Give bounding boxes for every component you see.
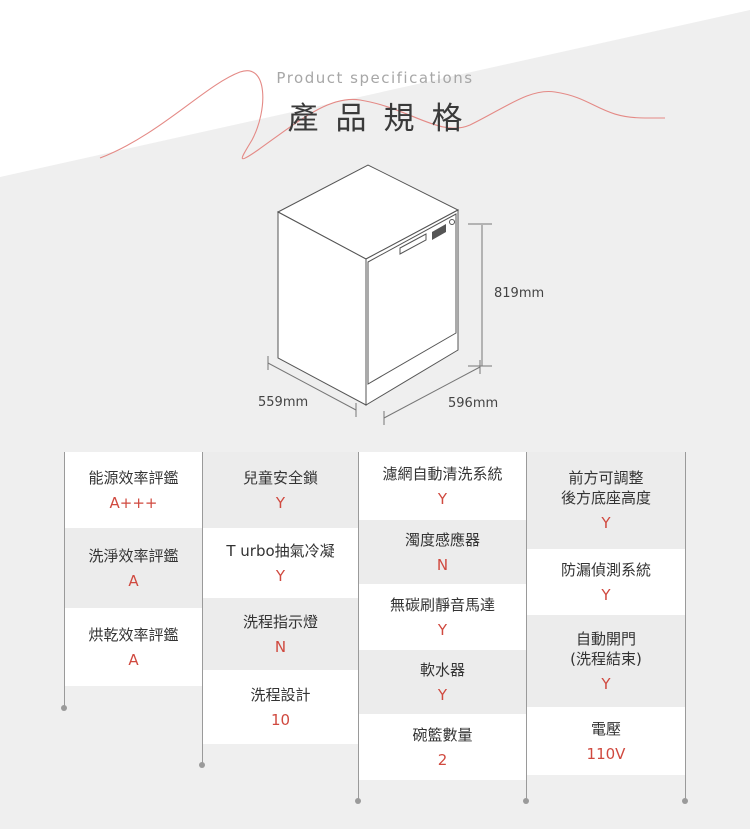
spec-item: 碗籃數量 2 bbox=[359, 714, 526, 780]
spec-value: A+++ bbox=[109, 493, 158, 512]
spec-value: A bbox=[128, 650, 139, 669]
spec-label: 濾網自動清洗系統 bbox=[382, 464, 503, 483]
spec-value: 2 bbox=[437, 750, 448, 769]
spec-label: 前方可調整 後方底座高度 bbox=[560, 469, 651, 507]
spec-value: Y bbox=[437, 620, 448, 639]
spec-label: 防漏偵測系統 bbox=[560, 560, 651, 579]
spec-value: Y bbox=[275, 493, 286, 512]
spec-item: 兒童安全鎖 Y bbox=[203, 452, 358, 528]
spec-item: 自動開門 (洗程結束) Y bbox=[527, 615, 685, 707]
dishwasher-door bbox=[367, 213, 457, 385]
spec-label: 碗籃數量 bbox=[412, 725, 473, 744]
column-divider-right bbox=[685, 452, 686, 800]
spec-label: 能源效率評鑑 bbox=[88, 468, 179, 487]
depth-dimension-line bbox=[267, 362, 357, 411]
spec-item: 無碳刷靜音馬達 Y bbox=[359, 584, 526, 650]
spec-value: 10 bbox=[270, 710, 291, 729]
spec-label: 濁度感應器 bbox=[404, 530, 480, 549]
spec-item: 烘乾效率評鑑 A bbox=[65, 608, 202, 686]
spec-item: 洗程指示燈 N bbox=[203, 598, 358, 670]
dishwasher-handle bbox=[399, 233, 427, 255]
column-dot bbox=[355, 798, 361, 804]
spec-label: 電壓 bbox=[590, 719, 621, 738]
spec-value: N bbox=[436, 555, 449, 574]
spec-label: 自動開門 (洗程結束) bbox=[570, 629, 642, 668]
column-divider bbox=[358, 452, 359, 800]
spec-item: 電壓 110V bbox=[527, 707, 685, 775]
spec-item: 防漏偵測系統 Y bbox=[527, 549, 685, 615]
spec-item: 能源效率評鑑 A+++ bbox=[65, 452, 202, 528]
column-dot bbox=[199, 762, 205, 768]
spec-item: 濁度感應器 N bbox=[359, 520, 526, 584]
spec-value: N bbox=[274, 637, 287, 656]
column-divider bbox=[202, 452, 203, 764]
spec-label: 無碳刷靜音馬達 bbox=[389, 595, 495, 614]
spec-value: Y bbox=[437, 489, 448, 508]
spec-label: 洗程設計 bbox=[250, 685, 311, 704]
spec-label: 烘乾效率評鑑 bbox=[88, 625, 179, 644]
column-divider bbox=[64, 452, 65, 708]
column-dot bbox=[682, 798, 688, 804]
spec-value: Y bbox=[275, 566, 286, 585]
spec-item: 洗程設計 10 bbox=[203, 670, 358, 744]
spec-label: 兒童安全鎖 bbox=[242, 468, 318, 487]
spec-item: 濾網自動清洗系統 Y bbox=[359, 452, 526, 520]
dishwasher-control-panel bbox=[432, 224, 446, 240]
decorative-swirl bbox=[99, 70, 665, 160]
spec-value: 110V bbox=[586, 744, 626, 763]
spec-item: 洗淨效率評鑑 A bbox=[65, 528, 202, 608]
spec-item: 前方可調整 後方底座高度 Y bbox=[527, 452, 685, 549]
width-dimension-label: 596mm bbox=[448, 396, 499, 411]
width-dimension-line bbox=[383, 366, 481, 419]
dishwasher-button bbox=[449, 219, 455, 225]
spec-item: T urbo抽氣冷凝 Y bbox=[203, 528, 358, 598]
spec-label: T urbo抽氣冷凝 bbox=[226, 541, 335, 560]
spec-label: 洗程指示燈 bbox=[242, 612, 318, 631]
dishwasher-front bbox=[365, 209, 459, 406]
column-dot bbox=[523, 798, 529, 804]
height-dimension-label: 819mm bbox=[494, 286, 545, 301]
spec-label: 軟水器 bbox=[419, 660, 465, 679]
spec-item: 軟水器 Y bbox=[359, 650, 526, 714]
spec-value: Y bbox=[437, 685, 448, 704]
depth-dimension-label: 559mm bbox=[258, 395, 309, 410]
spec-label: 洗淨效率評鑑 bbox=[88, 546, 179, 565]
spec-value: Y bbox=[601, 514, 611, 532]
spec-value: Y bbox=[601, 674, 611, 693]
spec-value: Y bbox=[601, 585, 611, 604]
page-subtitle: Product specifications bbox=[276, 69, 474, 87]
column-divider bbox=[526, 452, 527, 800]
spec-value: A bbox=[128, 571, 139, 590]
column-dot bbox=[61, 705, 67, 711]
page-title: 產品規格 bbox=[287, 101, 480, 137]
